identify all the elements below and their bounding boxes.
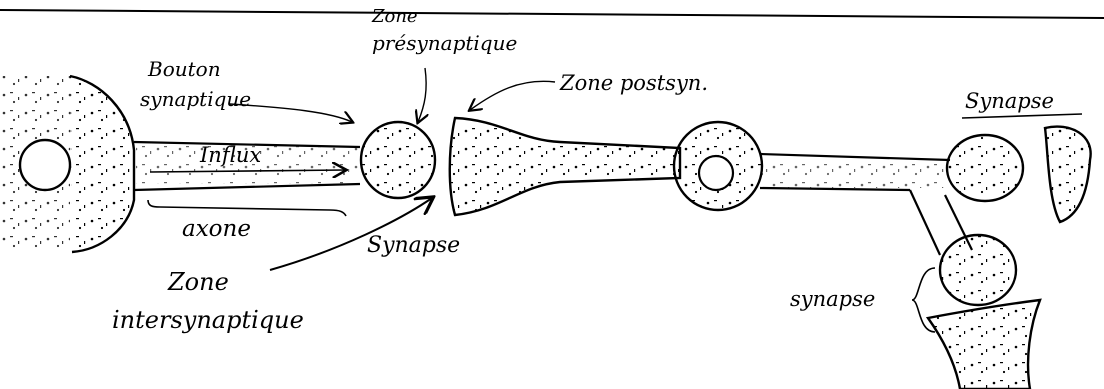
pointer-presynaptic	[418, 68, 426, 122]
label-zone-pre-line1: Zone	[371, 6, 418, 27]
nucleus-left	[20, 140, 70, 190]
synaptic-bouton	[361, 122, 435, 198]
label-zone-pre-line2: présynaptique	[372, 31, 517, 55]
bouton-lower-right	[940, 235, 1016, 305]
label-zone-inter-line1: Zone	[167, 268, 229, 296]
label-zone-inter-line2: intersynaptique	[112, 306, 304, 334]
synapse-underline	[962, 114, 1082, 118]
axon-right	[760, 154, 972, 255]
label-zone-post: Zone postsyn.	[559, 71, 708, 95]
label-synapse-center: Synapse	[367, 233, 460, 258]
page-rule-line	[0, 10, 1104, 18]
label-influx: Influx	[199, 143, 261, 167]
bouton-upper-right	[947, 135, 1023, 201]
label-synapse-bottom-right: synapse	[790, 287, 875, 311]
postsynaptic-upper-right	[1045, 127, 1091, 222]
postsynaptic-neuron	[450, 118, 762, 215]
postsynaptic-lower-right	[928, 300, 1040, 389]
pointer-postsynaptic	[470, 81, 555, 110]
cell-body-left	[0, 76, 134, 252]
nucleus-middle	[699, 156, 733, 190]
label-axone: axone	[182, 216, 251, 242]
label-bouton-line2: synaptique	[140, 87, 251, 111]
axone-brace	[148, 200, 346, 216]
label-bouton-line1: Bouton	[147, 57, 221, 81]
label-synapse-top-right: Synapse	[965, 89, 1054, 113]
